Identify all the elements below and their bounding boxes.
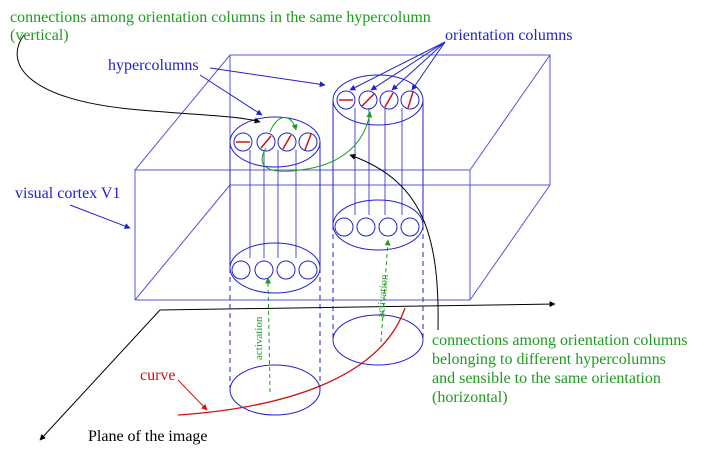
horizontal-connections-label-1: connections among orientation columns	[432, 332, 688, 349]
image-plane-label: Plane of the image	[88, 428, 208, 445]
visual-cortex-label: visual cortex V1	[15, 185, 120, 202]
horizontal-connections-label-3: and sensible to the same orientation	[432, 370, 661, 387]
visual-cortex-arrow	[69, 204, 131, 229]
orientation-columns-arrows	[349, 41, 446, 91]
activation-label-right: activation	[375, 274, 391, 319]
intra-hypercolumn-arrow	[269, 117, 298, 133]
cortex-box	[133, 54, 551, 301]
orientation-bars-right	[339, 91, 414, 109]
orientation-columns-label: orientation columns	[445, 27, 573, 44]
curve-label: curve	[140, 367, 176, 384]
curve-pointer	[177, 379, 208, 411]
vertical-connection-arc	[16, 34, 261, 124]
orientation-bars-left	[236, 133, 312, 151]
hypercolumn-left	[229, 116, 321, 416]
activation-arrow-right	[380, 239, 391, 343]
image-plane-axes	[39, 301, 556, 441]
inter-hypercolumn-arrow	[261, 111, 373, 172]
hypercolumns-label: hypercolumns	[108, 57, 199, 74]
horizontal-connections-label-2: belonging to different hypercolumns	[432, 351, 666, 368]
vertical-connections-label-1: connections among orientation columns in…	[10, 9, 431, 26]
activation-label-left: activation	[253, 316, 265, 360]
hypercolumn-right	[332, 74, 424, 366]
hypercolumns-arrows	[199, 67, 326, 116]
horizontal-connections-label-4: (horizontal)	[432, 389, 508, 406]
activation-arrow-left	[265, 277, 272, 393]
horizontal-connection-arc	[349, 153, 439, 331]
stimulus-curve	[177, 307, 406, 416]
vertical-connections-label-2: (vertical)	[10, 27, 69, 44]
